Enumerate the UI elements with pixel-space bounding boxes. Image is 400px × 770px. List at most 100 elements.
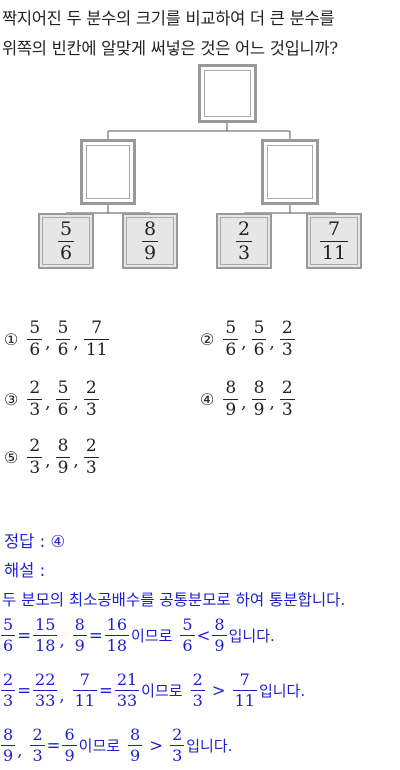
text-fragment: , xyxy=(73,393,79,413)
option-number: ② xyxy=(200,330,215,349)
denominator: 3 xyxy=(279,399,295,420)
text-fragment: , xyxy=(59,686,65,705)
denominator: 6 xyxy=(57,240,75,264)
denominator: 18 xyxy=(33,635,58,655)
left-blank-box xyxy=(80,139,136,205)
denominator: 6 xyxy=(180,635,195,655)
denominator: 9 xyxy=(251,399,267,420)
numerator: 22 xyxy=(35,670,56,689)
numerator: 5 xyxy=(29,318,41,338)
denominator: 6 xyxy=(55,399,71,420)
question-text: 짝지어진 두 분수의 크기를 비교하여 더 큰 분수를 위쪽의 빈칸에 알맞게 … xyxy=(2,4,398,64)
text-fragment: < xyxy=(196,626,211,645)
numerator: 2 xyxy=(85,378,97,398)
numerator: 7 xyxy=(79,670,90,689)
text-fragment: 입니다. xyxy=(258,682,306,700)
denominator: 3 xyxy=(235,240,253,264)
denominator: 3 xyxy=(279,339,295,360)
numerator: 8 xyxy=(57,436,69,456)
denominator: 6 xyxy=(1,635,16,655)
text-fragment: 이므로 xyxy=(78,737,121,755)
denominator: 6 xyxy=(223,339,239,360)
numerator: 8 xyxy=(253,378,265,398)
text-fragment: = xyxy=(46,736,61,755)
denominator: 9 xyxy=(55,457,71,478)
numerator: 6 xyxy=(64,725,75,744)
numerator: 8 xyxy=(130,725,141,744)
question-line-2: 위쪽의 빈칸에 알맞게 써넣은 것은 어느 것입니까? xyxy=(2,39,338,58)
denominator: 33 xyxy=(33,690,58,710)
numerator: 2 xyxy=(29,436,41,456)
text-fragment: = xyxy=(98,681,113,700)
text-fragment: = xyxy=(17,626,32,645)
text-fragment: , xyxy=(269,393,275,413)
denominator: 11 xyxy=(232,690,257,710)
option-number: ⑤ xyxy=(4,448,19,467)
denominator: 3 xyxy=(1,690,16,710)
denominator: 9 xyxy=(62,745,77,765)
numerator: 7 xyxy=(91,318,103,338)
explanation-intro: 두 분모의 최소공배수를 공통분모로 하여 통분합니다. xyxy=(2,591,346,609)
numerator: 7 xyxy=(239,670,250,689)
denominator: 9 xyxy=(141,240,159,264)
numerator: 2 xyxy=(281,378,293,398)
option-number: ④ xyxy=(200,390,215,409)
denominator: 9 xyxy=(72,635,87,655)
numerator: 2 xyxy=(32,725,43,744)
text-fragment: , xyxy=(269,333,275,353)
top-blank-box xyxy=(198,64,257,123)
numerator: 2 xyxy=(237,217,251,240)
text-fragment: > xyxy=(211,681,226,700)
text-fragment: , xyxy=(241,333,247,353)
denominator: 3 xyxy=(190,690,205,710)
answer-label: 정답 : ④ xyxy=(4,532,66,551)
numerator: 5 xyxy=(3,615,14,634)
text-fragment: 이므로 xyxy=(131,627,173,645)
option-number: ① xyxy=(4,330,19,349)
denominator: 9 xyxy=(1,745,16,765)
numerator: 16 xyxy=(106,615,127,634)
numerator: 8 xyxy=(214,615,225,634)
denominator: 3 xyxy=(27,457,43,478)
denominator: 3 xyxy=(83,399,99,420)
denominator: 3 xyxy=(30,745,45,765)
text-fragment: 이므로 xyxy=(141,682,183,700)
denominator: 3 xyxy=(27,399,43,420)
numerator: 5 xyxy=(182,615,193,634)
text-fragment: , xyxy=(45,451,51,471)
numerator: 5 xyxy=(59,217,73,240)
numerator: 2 xyxy=(3,670,14,689)
denominator: 9 xyxy=(223,399,239,420)
numerator: 2 xyxy=(85,436,97,456)
